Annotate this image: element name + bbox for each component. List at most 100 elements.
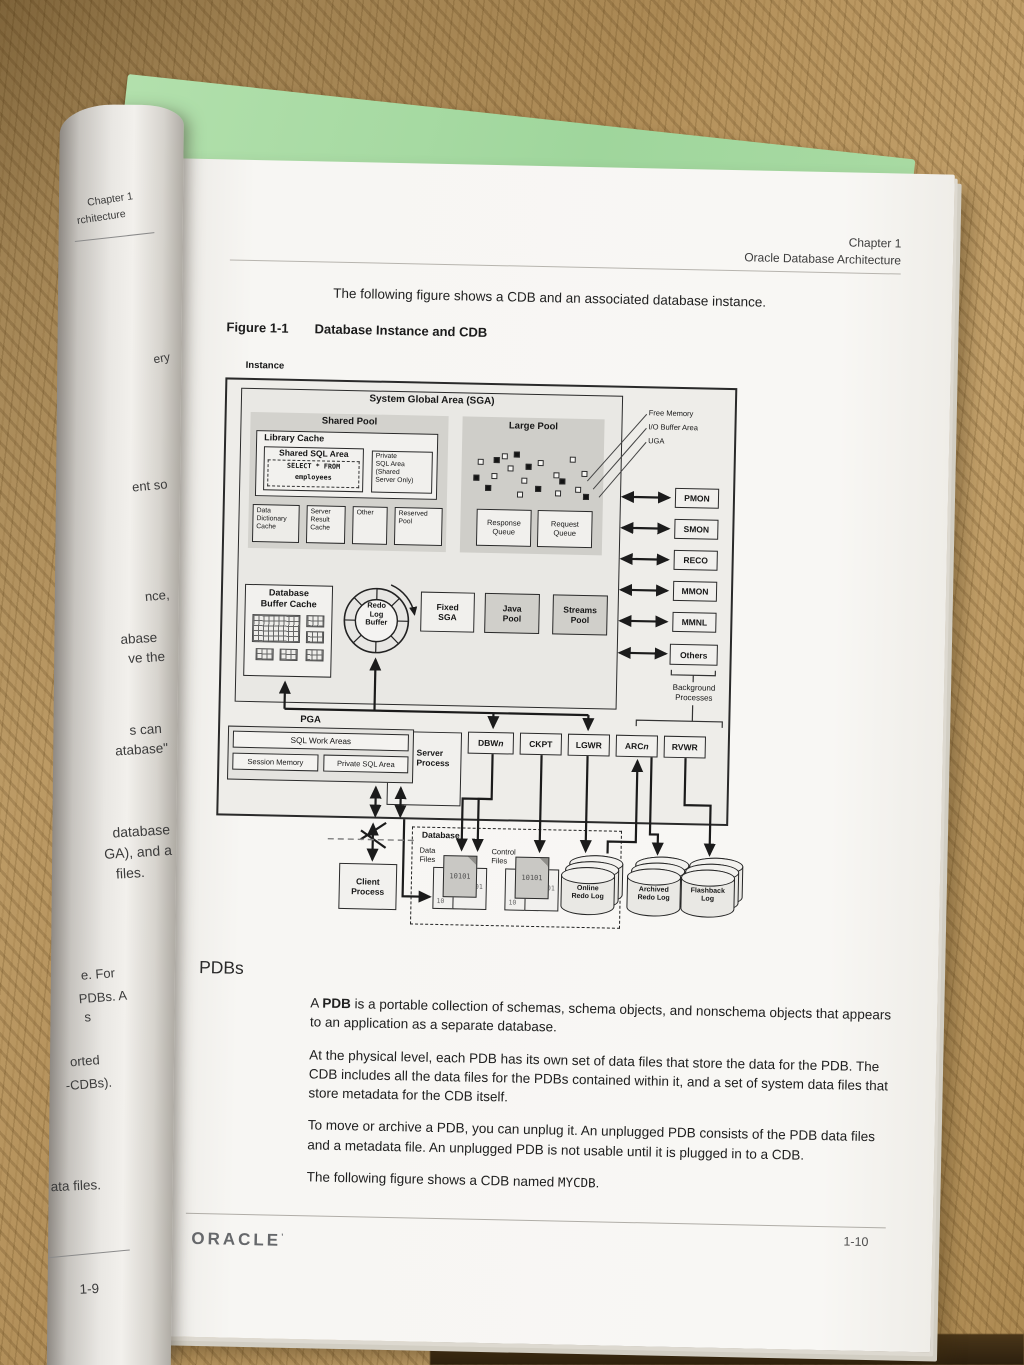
spine-fragment: rchitecture: [76, 207, 127, 227]
arcn-n: n: [643, 741, 649, 752]
data-dictionary-cache-box: Data Dictionary Cache: [251, 504, 300, 543]
spine-fragment: PDBs. A: [78, 987, 128, 1007]
private-sql-area-box: Private SQL Area (Shared Server Only): [371, 450, 433, 494]
dbwn-n: n: [498, 738, 504, 749]
instance-label: Instance: [245, 359, 285, 372]
spine-fragment: database: [111, 821, 171, 841]
allocated-memory-dot: [559, 478, 566, 485]
shared-sql-area-label: Shared SQL Area: [279, 447, 349, 460]
arcn-label: ARC: [624, 740, 644, 752]
allocated-memory-dot: [493, 457, 500, 464]
spine-fragment: ve the: [127, 648, 166, 667]
lgwr-label: LGWR: [575, 739, 602, 751]
running-header: Chapter 1 Oracle Database Architecture: [744, 232, 901, 269]
fixed-sga-box: Fixed SGA: [420, 591, 475, 633]
mmon-box: MMON: [672, 580, 718, 602]
archived-redo-log-label: Archived Redo Log: [637, 886, 670, 902]
free-memory-dot: [575, 486, 582, 493]
pga-label: PGA: [300, 714, 321, 726]
spine-fragment: ent so: [131, 476, 169, 495]
pdbs-paragraph-3: To move or archive a PDB, you can unplug…: [307, 1117, 876, 1163]
spine-fragment: -CDBs).: [65, 1074, 113, 1094]
rvwr-box: RVWR: [663, 735, 707, 759]
figure-title: Database Instance and CDB: [314, 321, 488, 340]
free-memory-dot: [537, 459, 544, 467]
streams-pool-box: Streams Pool: [552, 594, 608, 636]
server-process-label: Server Process: [416, 747, 450, 769]
free-memory-dot: [553, 472, 560, 479]
pdbs-paragraph-2: At the physical level, each PDB has its …: [308, 1046, 889, 1105]
control-file-icon: 10101: [514, 856, 550, 900]
rvwr-label: RVWR: [671, 741, 698, 753]
spine-rule: [48, 1249, 130, 1259]
spine-fragment: e. For: [80, 965, 116, 983]
spine-fragment: s can: [129, 720, 163, 738]
allocated-memory-dot: [513, 451, 520, 458]
pmon-box: PMON: [674, 487, 720, 509]
file-digits-partial: 10: [508, 898, 517, 907]
free-memory-dot: [569, 456, 576, 463]
server-result-cache-box: Server Result Cache: [305, 505, 346, 544]
allocated-memory-dot: [582, 493, 590, 501]
uga-label: UGA: [648, 436, 665, 446]
figure-diagram: Instance System Global Area (SGA) Shared…: [208, 355, 747, 944]
buffer-cache-grid: [305, 631, 325, 644]
buffer-cache-grid: [255, 648, 274, 661]
free-memory-dot: [477, 458, 484, 465]
spine-fragment: atabase": [114, 740, 169, 759]
page-number: 1-10: [843, 1234, 869, 1250]
spine-fragment: ata files.: [50, 1177, 102, 1195]
pdbs-paragraph-4: The following figure shows a CDB named M…: [306, 1169, 600, 1191]
spine-fragment: orted: [69, 1052, 101, 1070]
sql-statement-box: SELECT * FROM employees: [267, 459, 360, 489]
mmnl-box: MMNL: [672, 611, 717, 633]
dbwn-label: DBW: [477, 737, 499, 749]
flashback-log-icon: Flashback Log: [680, 857, 747, 922]
spine-fragment: s: [83, 1009, 92, 1025]
curled-page-spine: Chapter 1 rchitecture ery ent so nce, ab…: [46, 104, 184, 1365]
ckpt-box: CKPT: [519, 732, 563, 756]
others-box: Others: [669, 643, 718, 666]
book-page: Chapter 1 Oracle Database Architecture T…: [135, 158, 955, 1353]
oracle-logo: ORACLE’: [191, 1228, 287, 1250]
allocated-memory-dot: [485, 484, 492, 492]
reserved-pool-box: Reserved Pool: [393, 506, 443, 546]
oracle-logo-mark: ’: [281, 1232, 287, 1242]
spine-fragment: abase: [119, 629, 158, 647]
data-files-stack: 10 01 10101: [432, 855, 491, 914]
data-file-icon: 10101: [442, 855, 478, 898]
sql-line2: employees: [294, 472, 332, 482]
mycdb-code: MYCDB: [557, 1174, 596, 1191]
spine-fragment: files.: [115, 863, 146, 882]
free-memory-dot: [491, 473, 498, 480]
allocated-memory-dot: [525, 463, 532, 470]
request-queue-box: Request Queue: [536, 509, 593, 549]
io-buffer-area-label: I/O Buffer Area: [648, 422, 699, 433]
control-files-stack: 10 01 10101: [504, 856, 563, 915]
allocated-memory-dot: [473, 474, 480, 481]
spine-fragment: nce,: [144, 586, 171, 605]
redo-log-buffer-label: Redo Log Buffer: [365, 600, 388, 628]
spine-fragment: Chapter 1: [86, 190, 134, 209]
other-box: Other: [351, 506, 388, 545]
figure-label: Figure 1-1: [226, 319, 289, 336]
allocated-memory-dot: [535, 485, 542, 493]
database-buffer-cache-label: Database Buffer Cache: [260, 587, 317, 610]
reco-box: RECO: [673, 549, 718, 571]
spine-fragment: ery: [152, 349, 172, 367]
free-memory-dot: [516, 491, 524, 498]
free-memory-dot: [501, 453, 508, 460]
background-processes-label: Background Processes: [672, 682, 716, 703]
pdbs-section-heading: PDBs: [198, 956, 245, 978]
smon-box: SMON: [674, 518, 719, 540]
lgwr-box: LGWR: [567, 733, 611, 757]
intro-sentence: The following figure shows a CDB and an …: [333, 285, 767, 310]
file-digits-partial: 10: [436, 896, 445, 906]
flashback-log-label: Flashback Log: [690, 887, 725, 903]
library-cache-label: Library Cache: [264, 432, 325, 444]
response-queue-box: Response Queue: [475, 508, 532, 547]
sql-line1: SELECT * FROM: [286, 461, 341, 471]
spine-rule: [74, 232, 155, 243]
